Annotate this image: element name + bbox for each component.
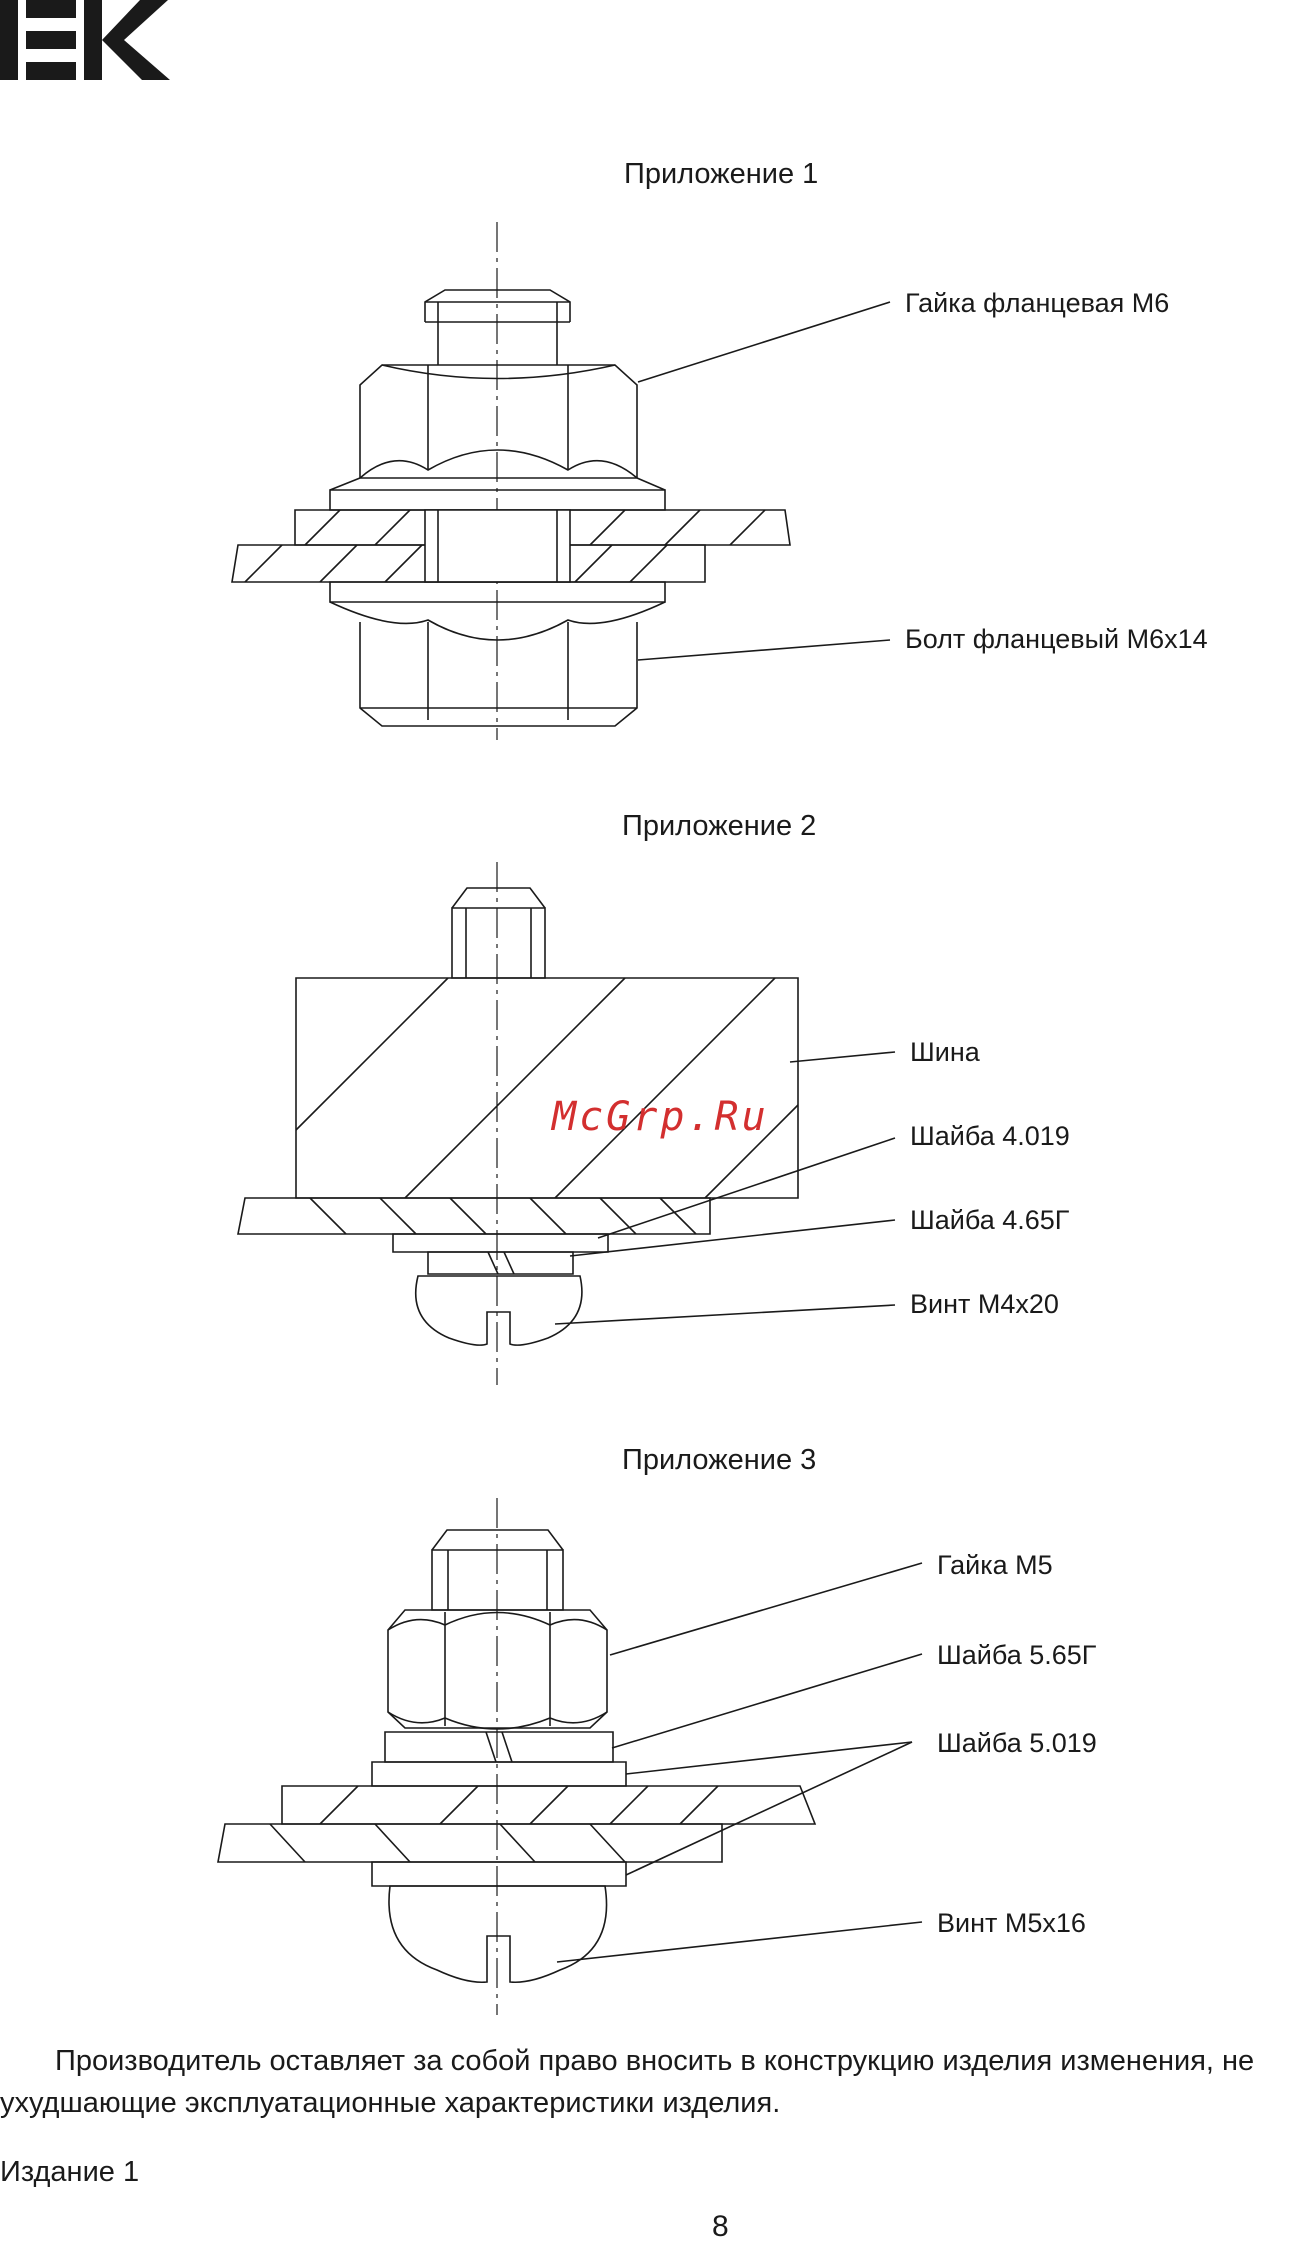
page-number: 8	[712, 2210, 729, 2243]
watermark: McGrp.Ru	[552, 1094, 769, 1140]
label-washer-4-019: Шайба 4.019	[910, 1121, 1070, 1151]
label-nut-m5: Гайка М5	[937, 1550, 1053, 1580]
label-washer-5-65g: Шайба 5.65Г	[937, 1640, 1097, 1670]
label-flange-bolt: Болт фланцевый М6х14	[905, 624, 1208, 654]
appendix2-drawing	[238, 862, 895, 1385]
label-flange-nut: Гайка фланцевая М6	[905, 288, 1170, 318]
appendix1-title: Приложение 1	[624, 158, 819, 190]
label-screw-m4x20: Винт М4х20	[910, 1289, 1059, 1319]
label-screw-m5x16: Винт М5х16	[937, 1908, 1086, 1938]
appendix2-title: Приложение 2	[622, 810, 817, 842]
disclaimer-paragraph: Производитель оставляет за собой право в…	[0, 2040, 1294, 2124]
label-washer-5-019: Шайба 5.019	[937, 1728, 1097, 1758]
appendix1-drawing	[232, 222, 890, 740]
label-busbar: Шина	[910, 1037, 980, 1067]
label-washer-4-65g: Шайба 4.65Г	[910, 1205, 1070, 1235]
edition-label: Издание 1	[0, 2156, 140, 2188]
appendix3-title: Приложение 3	[622, 1444, 817, 1476]
disclaimer-text: Производитель оставляет за собой право в…	[0, 2045, 1255, 2119]
iek-logo	[0, 0, 170, 80]
appendix3-drawing	[218, 1498, 922, 2015]
